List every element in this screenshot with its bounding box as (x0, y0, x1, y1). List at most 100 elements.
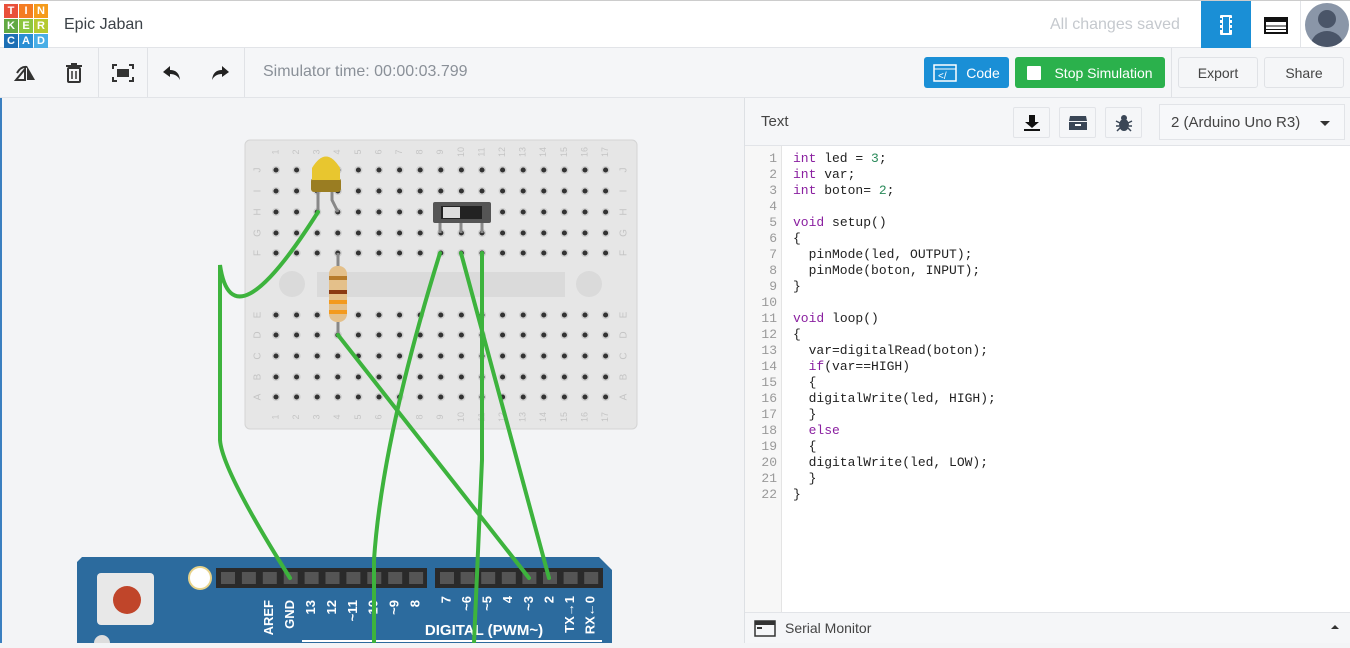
code-button[interactable]: </Code (924, 57, 1009, 88)
code-lines[interactable]: int led = 3;int var;int boton= 2; void se… (793, 146, 996, 503)
breadboard-hole (416, 351, 425, 361)
breadboard-hole (374, 165, 384, 175)
code-line[interactable]: pinMode(boton, INPUT); (793, 263, 981, 278)
circuit-view-button[interactable] (1201, 1, 1251, 49)
breadboard-hole (519, 310, 528, 320)
code-line[interactable]: int led = 3; (793, 151, 887, 166)
code-line[interactable]: void setup() (793, 215, 887, 230)
breadboard-hole (292, 228, 301, 238)
breadboard-hole (601, 248, 610, 258)
breadboard-hole (354, 186, 363, 196)
breadboard-hole (354, 165, 363, 175)
code-mode-label[interactable]: Text (761, 113, 789, 130)
column-label: 2 (291, 414, 301, 419)
breadboard-hole (354, 207, 363, 217)
line-number: 16 (761, 391, 777, 406)
line-number: 14 (761, 359, 777, 374)
code-line[interactable]: digitalWrite(led, LOW); (793, 455, 989, 470)
pin-label: RX←0 (583, 596, 598, 634)
breadboard-hole (580, 372, 590, 382)
export-button[interactable]: Export (1178, 57, 1258, 88)
code-line[interactable]: digitalWrite(led, HIGH); (793, 391, 996, 406)
header-socket (409, 572, 424, 584)
share-button[interactable]: Share (1264, 57, 1344, 88)
wire (336, 333, 531, 580)
breadboard-hole (580, 248, 590, 258)
redo-button[interactable] (196, 48, 244, 97)
download-button[interactable] (1013, 107, 1050, 138)
caret-up-icon[interactable] (1331, 625, 1339, 629)
breadboard-hole (519, 207, 528, 217)
resistor-band (329, 276, 347, 280)
delete-button[interactable] (50, 48, 98, 97)
code-line[interactable]: var=digitalRead(boton); (793, 343, 989, 358)
stop-simulation-button[interactable]: Stop Simulation (1015, 57, 1165, 88)
breadboard-hole (416, 207, 425, 217)
code-line[interactable] (793, 295, 996, 311)
code-line[interactable]: { (793, 327, 801, 342)
code-line[interactable]: } (793, 471, 817, 486)
code-line[interactable]: if(var==HIGH) (808, 359, 911, 374)
column-label: 4 (332, 414, 342, 419)
breadboard-hole (539, 186, 548, 196)
line-number: 17 (761, 407, 777, 422)
code-line[interactable]: } (793, 487, 801, 502)
breadboard-hole (539, 228, 548, 238)
serial-monitor-label: Serial Monitor (785, 620, 872, 636)
toolbar: Simulator time: 00:00:03.799 </Code Stop… (0, 48, 1350, 98)
archive-icon (1068, 115, 1087, 130)
line-number: 20 (761, 455, 777, 470)
line-number: 21 (761, 471, 777, 486)
pin-label: AREF (261, 600, 276, 635)
circuit-drawing[interactable]: 1122334455667788991010111112121313141415… (2, 98, 746, 648)
header-socket (481, 572, 496, 584)
code-line[interactable]: } (793, 279, 801, 294)
column-label: 1 (270, 414, 280, 419)
led-dome (312, 156, 340, 180)
wire (372, 251, 442, 645)
user-avatar[interactable] (1305, 3, 1349, 47)
code-line[interactable]: } (793, 407, 817, 422)
column-label: 4 (332, 149, 342, 154)
project-title[interactable]: Epic Jaban (64, 16, 144, 33)
rotate-button[interactable] (2, 48, 50, 97)
undo-button[interactable] (148, 48, 196, 97)
code-line[interactable]: { (793, 375, 817, 390)
code-line[interactable]: pinMode(led, OUTPUT); (793, 247, 973, 262)
breadboard-hole (395, 228, 404, 238)
led-base (311, 178, 341, 192)
board-select[interactable]: 2 (Arduino Uno R3) (1159, 104, 1345, 140)
code-label: Code (966, 64, 1000, 81)
column-label: 5 (353, 149, 363, 154)
pin-label: 13 (303, 600, 318, 614)
debugger-button[interactable] (1105, 107, 1142, 138)
component-list-button[interactable] (1251, 1, 1301, 49)
code-line[interactable]: int boton= 2; (793, 183, 895, 198)
row-label: C (619, 352, 630, 359)
column-label: 3 (312, 414, 322, 419)
resistor-band (329, 290, 347, 294)
pin-label: GND (282, 600, 297, 629)
logo-letter: R (34, 19, 48, 33)
code-line[interactable]: { (793, 439, 817, 454)
column-label: 1 (270, 149, 280, 154)
caret-down-icon (1320, 121, 1330, 126)
zoom-to-fit-button[interactable] (99, 48, 147, 97)
serial-monitor-bar[interactable]: Serial Monitor (745, 612, 1350, 643)
breadboard-hole (580, 351, 590, 361)
breadboard-hole (416, 248, 425, 258)
breadboard-mount-hole (279, 271, 305, 297)
breadboard-hole (395, 330, 404, 340)
logo-letter: I (19, 4, 33, 18)
libraries-button[interactable] (1059, 107, 1096, 138)
code-line[interactable]: else (808, 423, 840, 438)
code-line[interactable] (793, 199, 996, 215)
breadboard-hole (539, 248, 548, 258)
code-line[interactable]: { (793, 231, 801, 246)
code-line[interactable]: void loop() (793, 311, 879, 326)
pin-label: 2 (541, 596, 556, 603)
code-line[interactable]: int var; (793, 167, 856, 182)
